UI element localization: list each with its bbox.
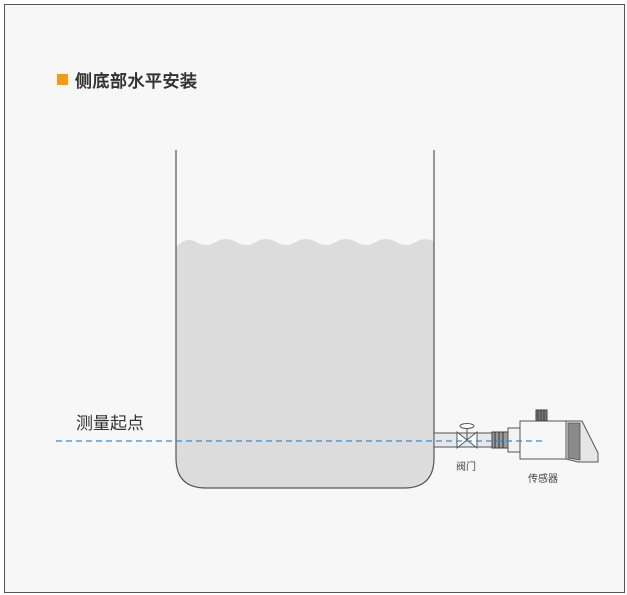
title-bullet-icon [57,74,68,85]
section-title: 侧底部水平安装 [57,67,198,92]
sensor-label: 传感器 [528,472,558,485]
tank-outline [175,150,435,489]
liquid-fill [176,239,434,488]
valve-label: 阀门 [456,460,476,473]
start-point-label: 测量起点 [76,414,144,434]
connector-icon [491,431,509,449]
sensor-icon [507,409,599,463]
valve-icon [456,423,478,450]
title-text: 侧底部水平安装 [75,72,198,92]
